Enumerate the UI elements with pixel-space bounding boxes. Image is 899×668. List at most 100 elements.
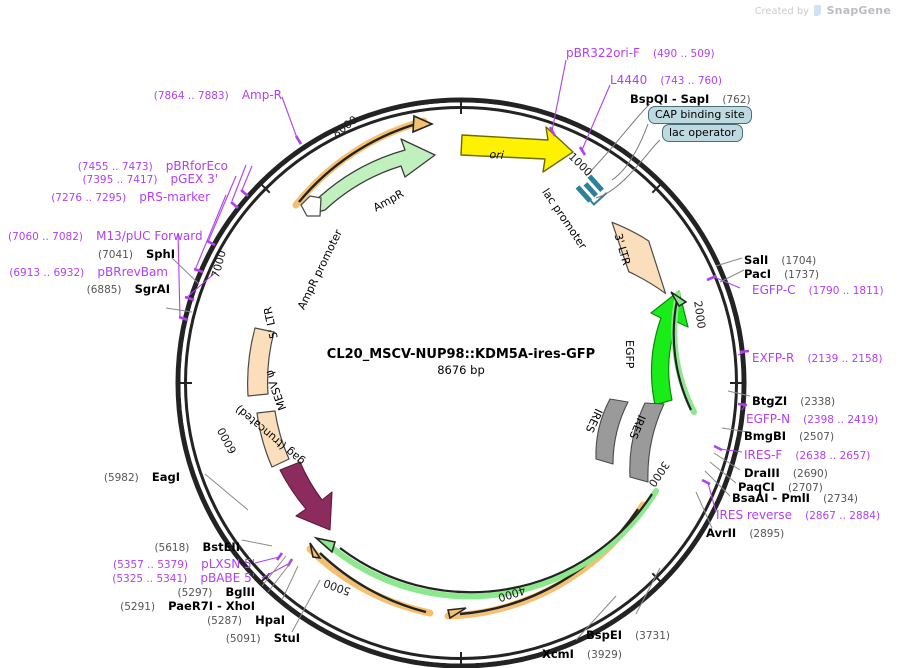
label-name: PacI bbox=[744, 267, 771, 281]
label-range: (5287) bbox=[207, 615, 242, 627]
label-stui: (5091) StuI bbox=[100, 629, 300, 645]
feature-mesv-psi bbox=[256, 410, 290, 468]
label-name: EGFP-C bbox=[752, 283, 796, 297]
label-name: PaqCI bbox=[738, 480, 775, 494]
label-l4440: L4440 (743 .. 760) bbox=[610, 71, 722, 87]
label-range: (5357 .. 5379) bbox=[113, 559, 189, 571]
label-hpai: (5287) HpaI bbox=[85, 611, 285, 627]
label-name: pBR322ori-F bbox=[566, 46, 640, 60]
label-bglii: (5297) BglII bbox=[60, 583, 255, 599]
feature-track-ampr-outer bbox=[292, 114, 435, 209]
label-range: (6885) bbox=[86, 284, 122, 296]
label-ires-reverse: IRES reverse (2867 .. 2884) bbox=[716, 506, 880, 522]
label-amp-r: (7864 .. 7883) Amp-R bbox=[150, 86, 282, 102]
label-bspqi-sapi: BspQI - SapI (762) bbox=[630, 90, 751, 106]
label-range: (743 .. 760) bbox=[660, 75, 722, 87]
plasmid-name: CL20_MSCV-NUP98::KDM5A-ires-GFP bbox=[326, 347, 596, 362]
feature-ires-inner bbox=[629, 402, 665, 483]
feature-ampr-promoter bbox=[300, 195, 322, 217]
label-name: BtgZI bbox=[752, 394, 788, 408]
label-name: SphI bbox=[146, 247, 175, 261]
label-paqci: PaqCI (2707) bbox=[738, 478, 823, 494]
feature-gag-truncated bbox=[279, 461, 333, 531]
watermark-prefix: Created by bbox=[754, 6, 810, 17]
label-exfp-r: EXFP-R (2139 .. 2158) bbox=[752, 349, 882, 365]
label-range: (5297) bbox=[177, 587, 213, 599]
feature-3-ltr bbox=[611, 221, 667, 295]
label-draiii: DraIII (2690) bbox=[744, 464, 828, 480]
label-range: (762) bbox=[722, 94, 751, 106]
label-range: (2139 .. 2158) bbox=[807, 353, 883, 365]
label-btgzi: BtgZI (2338) bbox=[752, 392, 835, 408]
feature-ires-outer bbox=[595, 398, 629, 465]
feature-track-bottomleft-outer bbox=[306, 542, 434, 617]
feature-track-bottom-green bbox=[313, 488, 659, 600]
label-pgex-3: (7395 .. 7417) pGEX 3' bbox=[70, 170, 218, 186]
label-paer7i-xhoi: (5291) PaeR7I - XhoI bbox=[55, 597, 255, 613]
label-range: (2638 .. 2657) bbox=[795, 450, 871, 462]
label-range: (7455 .. 7473) bbox=[77, 161, 153, 173]
label-pbr322ori-f: pBR322ori-F (490 .. 509) bbox=[566, 44, 715, 60]
label-eagi: (5982) EagI bbox=[35, 468, 180, 484]
label-name: pRS-marker bbox=[139, 190, 210, 204]
label-name: XcmI bbox=[542, 647, 574, 661]
label-range: (2690) bbox=[792, 468, 828, 480]
label-range: (2398 .. 2419) bbox=[803, 414, 879, 426]
label-name: M13/pUC Forward bbox=[96, 229, 203, 243]
label-avrii: AvrII (2895) bbox=[706, 524, 784, 540]
label-range: (490 .. 509) bbox=[653, 48, 715, 60]
label-range: (1790 .. 1811) bbox=[808, 285, 884, 297]
feature-label-egfp: EGFP bbox=[623, 340, 636, 369]
label-name: pLXSN 5' bbox=[201, 557, 255, 571]
label-name: HpaI bbox=[255, 613, 285, 627]
snapgene-watermark: Created by SnapGene bbox=[755, 4, 891, 17]
label-name: BglII bbox=[225, 585, 256, 599]
label-name: SalI bbox=[744, 253, 769, 267]
label-name: pBRrevBam bbox=[97, 265, 168, 279]
label-ires-f: IRES-F (2638 .. 2657) bbox=[744, 446, 870, 462]
label-range: (2734) bbox=[823, 493, 858, 505]
label-pbrrevbam: (6913 .. 6932) pBRrevBam bbox=[8, 263, 168, 279]
label-m13-puc-forward: (7060 .. 7082) M13/pUC Forward bbox=[8, 227, 203, 243]
label-range: (7864 .. 7883) bbox=[153, 90, 229, 102]
label-name: BstEII bbox=[202, 540, 240, 554]
label-range: (6913 .. 6932) bbox=[9, 267, 85, 279]
label-prs-marker: (7276 .. 7295) pRS-marker bbox=[40, 188, 210, 204]
label-name: StuI bbox=[273, 631, 300, 645]
label-name: EXFP-R bbox=[752, 351, 795, 365]
label-name: L4440 bbox=[610, 73, 648, 87]
label-range: (2867 .. 2884) bbox=[805, 510, 881, 522]
label-bspei: BspEI (3731) bbox=[586, 626, 670, 642]
leader-lines-primer bbox=[177, 59, 748, 579]
label-pbrforeco: (7455 .. 7473) pBRforEco bbox=[70, 157, 228, 173]
label-range: (7395 .. 7417) bbox=[82, 174, 158, 186]
label-range: (5325 .. 5341) bbox=[112, 573, 188, 585]
label-name: SgrAI bbox=[134, 282, 170, 296]
label-range: (7041) bbox=[98, 249, 133, 261]
label-range: (3731) bbox=[635, 630, 670, 642]
label-bmgbi: BmgBI (2507) bbox=[744, 427, 834, 443]
label-xcmi: XcmI (3929) bbox=[542, 645, 622, 661]
label-name: DraIII bbox=[744, 466, 780, 480]
label-range: (5982) bbox=[103, 472, 139, 484]
label-name: Amp-R bbox=[241, 88, 282, 102]
feature-track-egfp-outer bbox=[670, 291, 697, 415]
label-name: EGFP-N bbox=[746, 412, 791, 426]
feature-egfp bbox=[650, 290, 689, 406]
label-name: pGEX 3' bbox=[170, 172, 218, 186]
feature-5-ltr bbox=[247, 327, 275, 397]
label-range: (2895) bbox=[749, 528, 785, 540]
label-range: (5091) bbox=[225, 633, 261, 645]
label-range: (2707) bbox=[787, 482, 823, 494]
feature-label-ori: ori bbox=[489, 148, 505, 162]
tag-cap-binding-site: CAP binding site bbox=[648, 106, 752, 124]
label-egfp-c: EGFP-C (1790 .. 1811) bbox=[752, 281, 884, 297]
feature-track-bottom-outer bbox=[444, 501, 647, 620]
leader-lines-enzyme bbox=[165, 257, 751, 641]
label-range: (7060 .. 7082) bbox=[8, 231, 83, 243]
label-name: pBABE 5' bbox=[200, 571, 255, 585]
feature-lac-promoter bbox=[575, 174, 608, 206]
label-range: (2338) bbox=[800, 396, 836, 408]
